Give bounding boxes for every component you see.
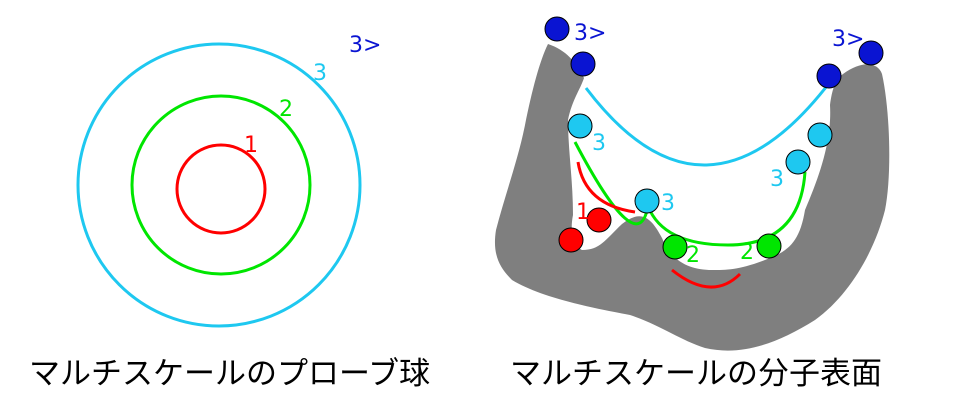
surface-label-3-center: 3 xyxy=(661,191,675,216)
surface-arc-level-1-left xyxy=(576,161,636,214)
surface-label-3-far-right: 3> xyxy=(832,27,864,52)
surface-label-3-left: 3 xyxy=(592,131,606,156)
molecule-surface-shape xyxy=(494,44,890,351)
probe-label-2: 2 xyxy=(279,97,293,122)
probe-ball-level2-1 xyxy=(662,234,688,260)
probe-ball-level2-2 xyxy=(756,233,782,259)
probe-ball-level3-1 xyxy=(567,113,593,139)
probe-circle-level-3 xyxy=(76,42,362,328)
probe-label-3: 3 xyxy=(313,61,327,86)
molecular-surface-panel: 3> 3> 3 3 3 1 2 2 マルチスケールの分子表面 xyxy=(494,16,890,392)
surface-label-2-right: 2 xyxy=(740,240,754,265)
probe-spheres-panel: 1 2 3 3> マルチスケールのプローブ球 xyxy=(29,33,430,392)
surface-label-3-right: 3 xyxy=(770,167,784,192)
probe-ball-far-1 xyxy=(544,16,570,42)
surface-arc-level-3 xyxy=(584,81,832,167)
probe-circle-level-2 xyxy=(130,94,312,276)
surface-label-3-far-left: 3> xyxy=(574,21,606,46)
surface-arc-level-1-bottom xyxy=(671,268,742,289)
probe-circle-level-1 xyxy=(175,143,267,235)
probe-ball-far-4 xyxy=(816,63,842,89)
probe-label-3-far: 3> xyxy=(349,33,381,58)
surface-arc-level-2 xyxy=(573,141,807,247)
probe-ball-level3-2 xyxy=(807,122,833,148)
probe-ball-level1-2 xyxy=(558,227,584,253)
probe-ball-level3-3 xyxy=(785,149,811,175)
right-caption: マルチスケールの分子表面 xyxy=(510,356,882,392)
probe-ball-level1-1 xyxy=(586,207,612,233)
probe-ball-level3-4 xyxy=(634,188,660,214)
left-caption: マルチスケールのプローブ球 xyxy=(29,356,430,392)
surface-label-2-left: 2 xyxy=(686,243,700,268)
probe-ball-far-2 xyxy=(570,51,596,77)
probe-label-1: 1 xyxy=(244,133,258,158)
probe-ball-far-3 xyxy=(858,40,884,66)
surface-label-1: 1 xyxy=(576,200,590,225)
